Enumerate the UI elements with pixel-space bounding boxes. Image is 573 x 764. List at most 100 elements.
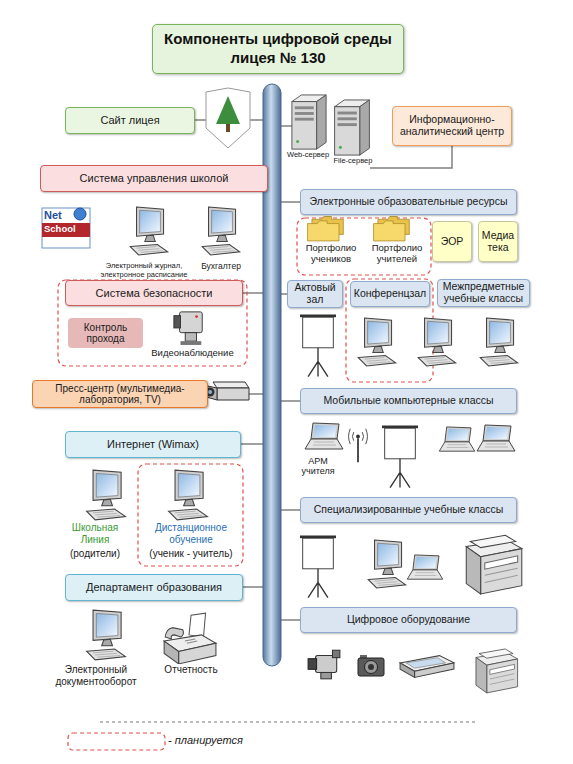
projection-screen-icon xyxy=(382,426,418,488)
caption-label: Дистанционное обучение xyxy=(140,522,242,545)
legend-text: - планируется xyxy=(168,734,243,746)
bus-connector xyxy=(241,443,263,445)
computer-icon xyxy=(169,470,208,520)
planned-outline xyxy=(138,464,243,566)
press-box: Пресс-центр (мультимедиа-лаборатория, TV… xyxy=(32,380,208,408)
caption-label: Net xyxy=(44,209,74,222)
system-box: Система управления школой xyxy=(40,165,268,192)
system-box: Система безопасности xyxy=(65,280,243,306)
printer-icon xyxy=(476,649,518,693)
laptop-icon xyxy=(407,555,442,579)
node-text: Специализированные учебные классы xyxy=(314,504,504,516)
site-box: Сайт лицея xyxy=(65,107,195,134)
caption-label: Отчетность xyxy=(154,664,228,676)
lyceum-logo-trunk xyxy=(226,124,230,132)
folder-icon xyxy=(308,217,344,241)
server-icon xyxy=(335,100,370,155)
room-box: Актовый зал xyxy=(287,280,343,308)
scanner-icon xyxy=(400,656,454,678)
network-box: Департамент образования xyxy=(65,574,243,601)
computer-icon xyxy=(130,207,167,255)
printer-icon xyxy=(466,535,522,594)
computer-icon xyxy=(368,540,405,588)
caption-label: Электронный документооборот xyxy=(46,664,146,687)
node-text: Информационно-аналитический центр xyxy=(396,114,508,138)
computer-icon xyxy=(480,318,517,366)
video-camera-icon xyxy=(174,312,202,345)
node-text: Актовый зал xyxy=(291,282,339,306)
caption-label: Web-сервер xyxy=(284,151,332,160)
resource-box: ЭОР xyxy=(432,221,472,262)
caption-label: School xyxy=(44,224,90,235)
netschool-logo xyxy=(42,208,90,248)
caption-label: Бухгалтер xyxy=(194,262,248,272)
caption-label: Портфолио учителей xyxy=(364,243,430,265)
fax-icon xyxy=(164,613,216,664)
node-text: Цифровое оборудование xyxy=(347,614,470,626)
node-text: Конференцзал xyxy=(354,288,426,300)
planned-outline xyxy=(58,280,247,366)
section-box: Цифровое оборудование xyxy=(300,607,517,633)
server-icon xyxy=(292,95,326,149)
node-text: Интернет (Wimax) xyxy=(107,438,199,450)
section-box: Электронные образовательные ресурсы xyxy=(300,189,517,215)
caption-label: (родители) xyxy=(58,548,132,560)
resource-box: Медиа тека xyxy=(478,221,518,262)
netschool-logo-band xyxy=(42,223,90,237)
node-text: Пресс-центр (мультимедиа-лаборатория, TV… xyxy=(36,383,204,405)
laptop-icon xyxy=(305,423,343,449)
caption-label: Школьная Линия xyxy=(60,522,130,545)
node-text: Сайт лицея xyxy=(100,114,159,126)
caption-label: File-сервер xyxy=(328,157,378,166)
diagram-title: Компоненты цифровой среды лицея № 130 xyxy=(152,24,404,74)
node-text: Система управления школой xyxy=(80,172,229,184)
lyceum-logo xyxy=(206,88,250,148)
node-text: ЭОР xyxy=(441,236,464,248)
lyceum-logo-tree xyxy=(216,96,240,124)
caption-label: АРМ учителя xyxy=(292,456,344,477)
bus-connector xyxy=(281,400,300,402)
computer-icon xyxy=(87,470,126,520)
projector-icon xyxy=(203,382,249,400)
node-text: Мобильные компьютерные классы xyxy=(323,395,493,407)
bus-connector xyxy=(281,125,292,127)
laptop-icon xyxy=(477,425,515,451)
planned-outline xyxy=(346,279,433,382)
node-text: Система безопасности xyxy=(96,287,213,299)
node-text: Медиа тека xyxy=(482,230,514,254)
bus-connector xyxy=(243,292,263,294)
projection-screen-icon xyxy=(300,536,336,598)
netschool-logo-globe xyxy=(74,208,86,220)
bus-connector xyxy=(243,586,263,588)
caption-label: (ученик - учитель) xyxy=(138,548,244,560)
camera-icon xyxy=(358,655,384,676)
folder-icon xyxy=(374,217,410,241)
center-box: Информационно-аналитический центр xyxy=(392,106,512,146)
legend-separator xyxy=(100,722,475,723)
caption-label: Видеонаблюдение xyxy=(140,348,245,359)
node-text: Департамент образования xyxy=(86,581,222,593)
bus-connector xyxy=(281,619,300,621)
caption-label: Портфолио учеников xyxy=(298,243,364,265)
room-box: Межпредметные учебные классы xyxy=(437,279,530,307)
subsystem-box: Контроль прохода xyxy=(68,318,143,348)
network-box: Интернет (Wimax) xyxy=(65,431,241,458)
bus-connector xyxy=(281,509,300,511)
section-box: Специализированные учебные классы xyxy=(300,497,517,523)
projection-screen-icon xyxy=(300,315,336,377)
node-text: Контроль прохода xyxy=(71,322,140,344)
computer-icon xyxy=(87,610,126,660)
room-box: Конференцзал xyxy=(350,281,430,307)
computer-icon xyxy=(358,318,395,366)
antenna-icon xyxy=(349,429,368,462)
bus-connector xyxy=(281,201,300,203)
node-text: Электронные образовательные ресурсы xyxy=(310,196,508,208)
bus-connector xyxy=(370,146,452,168)
section-box: Мобильные компьютерные классы xyxy=(300,388,517,414)
computer-icon xyxy=(202,207,239,255)
legend-sample xyxy=(68,733,165,750)
camcorder-icon xyxy=(308,650,340,679)
caption-label: Электронный журнал, электронное расписан… xyxy=(92,262,196,279)
computer-icon xyxy=(418,318,455,366)
